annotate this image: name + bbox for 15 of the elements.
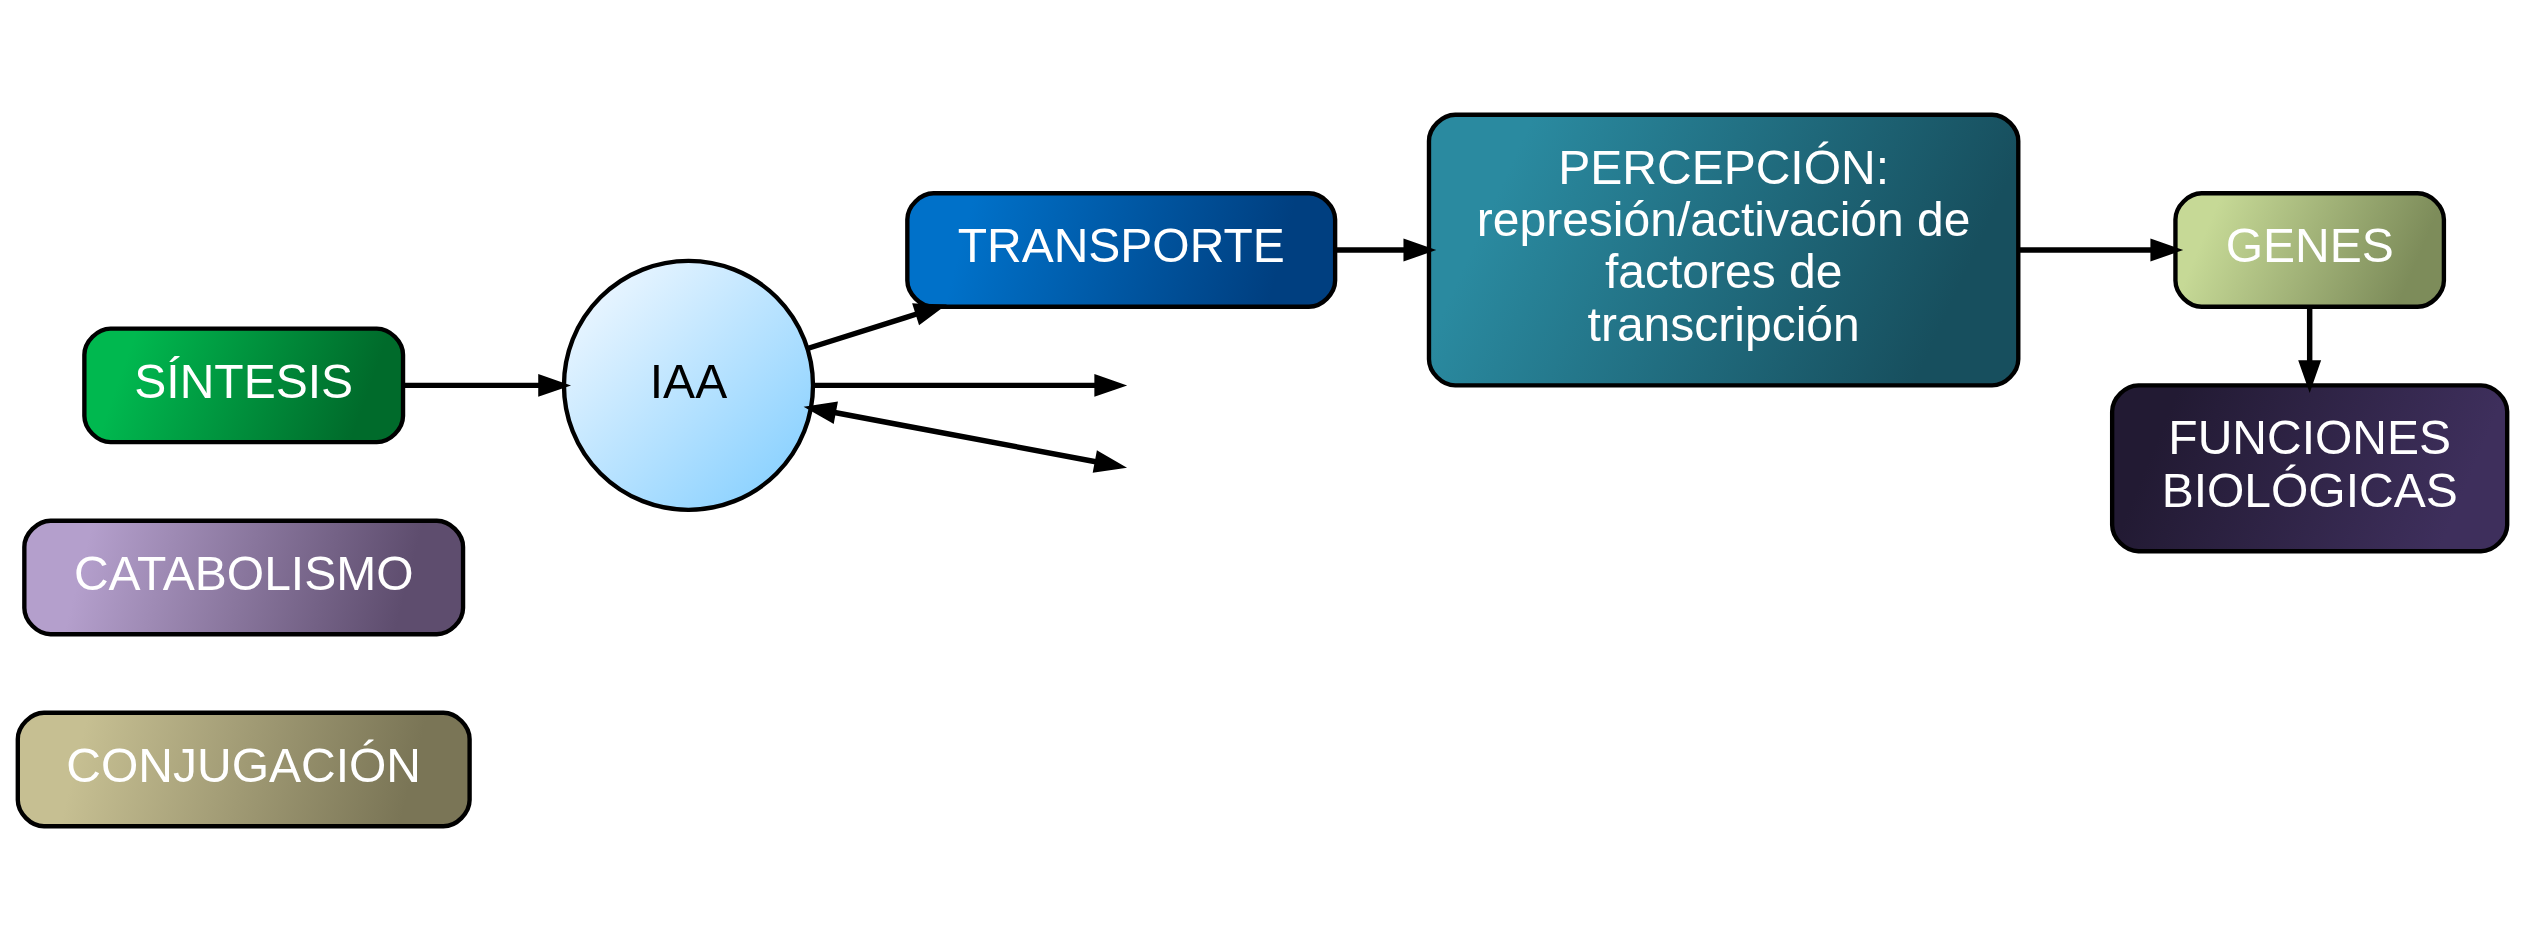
node-box: GENES <box>2173 190 2447 309</box>
node-box: FUNCIONES BIOLÓGICAS <box>2109 382 2510 553</box>
arrow <box>403 373 572 397</box>
node-box: CATABOLISMO <box>22 518 466 636</box>
arrow <box>803 400 1128 473</box>
arrow <box>1335 238 1437 262</box>
arrow <box>807 302 947 351</box>
node-box: TRANSPORTE <box>905 190 1338 309</box>
arrow <box>2298 306 2322 393</box>
node-box: CONJUGACIÓN <box>15 710 472 828</box>
node-circle: IAA <box>561 258 816 512</box>
arrow <box>814 373 1128 397</box>
node-box: SÍNTESIS <box>82 325 406 444</box>
arrow <box>2018 238 2184 262</box>
node-box: PERCEPCIÓN: represión/activación de factores de transcripción <box>1426 112 2021 388</box>
